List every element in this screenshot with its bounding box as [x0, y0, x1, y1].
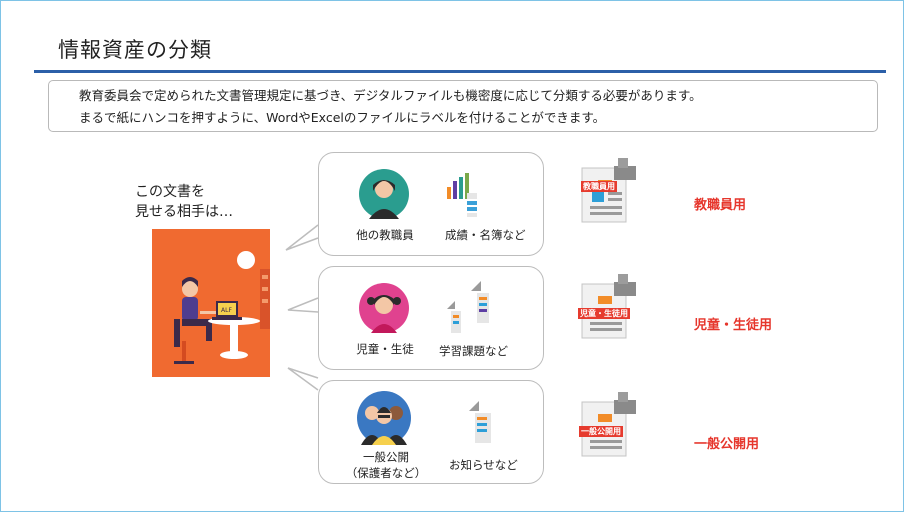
audience-label-line-1: 一般公開	[363, 450, 409, 464]
slide-title: 情報資産の分類	[58, 38, 212, 62]
audience-bubble-students: 児童・生徒 学習課題など	[318, 266, 544, 370]
audience-label: 一般公開 （保護者など）	[339, 449, 433, 481]
grades-chart-icon	[447, 173, 477, 217]
question-line-2: 見せる相手は…	[135, 204, 233, 220]
bubble-tails	[285, 224, 319, 391]
category-label: 一般公開用	[694, 437, 760, 452]
audience-bubble-public: 一般公開 （保護者など） お知らせなど	[318, 380, 544, 484]
stamped-document-icon	[578, 392, 640, 458]
clock-icon	[237, 251, 255, 269]
category-label: 児童・生徒用	[694, 318, 773, 333]
staff-avatar-icon	[359, 169, 409, 219]
audience-label: 児童・生徒	[356, 342, 414, 356]
person-at-desk-icon: ALF	[174, 269, 270, 364]
laptop-screen-text: ALF	[221, 307, 232, 314]
category-label: 教職員用	[694, 198, 747, 213]
person-at-desk-illustration: ALF	[152, 229, 270, 377]
assignment-docs-icon	[447, 281, 489, 333]
stamp-label: 児童・生徒用	[578, 308, 630, 319]
description-line-1: 教育委員会で定められた文書管理規定に基づき、デジタルファイルも機密度に応じて分類…	[79, 88, 702, 103]
description-box: 教育委員会で定められた文書管理規定に基づき、デジタルファイルも機密度に応じて分類…	[48, 80, 878, 132]
stamp-label: 教職員用	[581, 181, 617, 192]
stamped-document-icon	[578, 274, 640, 340]
question-text: この文書を 見せる相手は…	[135, 182, 233, 222]
student-avatar-icon	[359, 283, 409, 333]
audience-bubble-staff: 他の教職員 成績・名簿など	[318, 152, 544, 256]
description-line-2: まるで紙にハンコを押すように、WordやExcelのファイルにラベルを付けること…	[79, 110, 606, 125]
audience-label: 他の教職員	[356, 228, 414, 242]
audience-label-line-2: （保護者など）	[345, 466, 427, 480]
examples-label: 成績・名簿など	[445, 228, 526, 242]
title-underline	[34, 70, 886, 73]
stamp-label: 一般公開用	[579, 426, 623, 437]
notice-doc-icon	[469, 401, 491, 443]
examples-label: お知らせなど	[449, 458, 518, 472]
examples-label: 学習課題など	[439, 344, 508, 358]
question-line-1: この文書を	[135, 184, 205, 200]
public-avatar-icon	[357, 391, 411, 445]
